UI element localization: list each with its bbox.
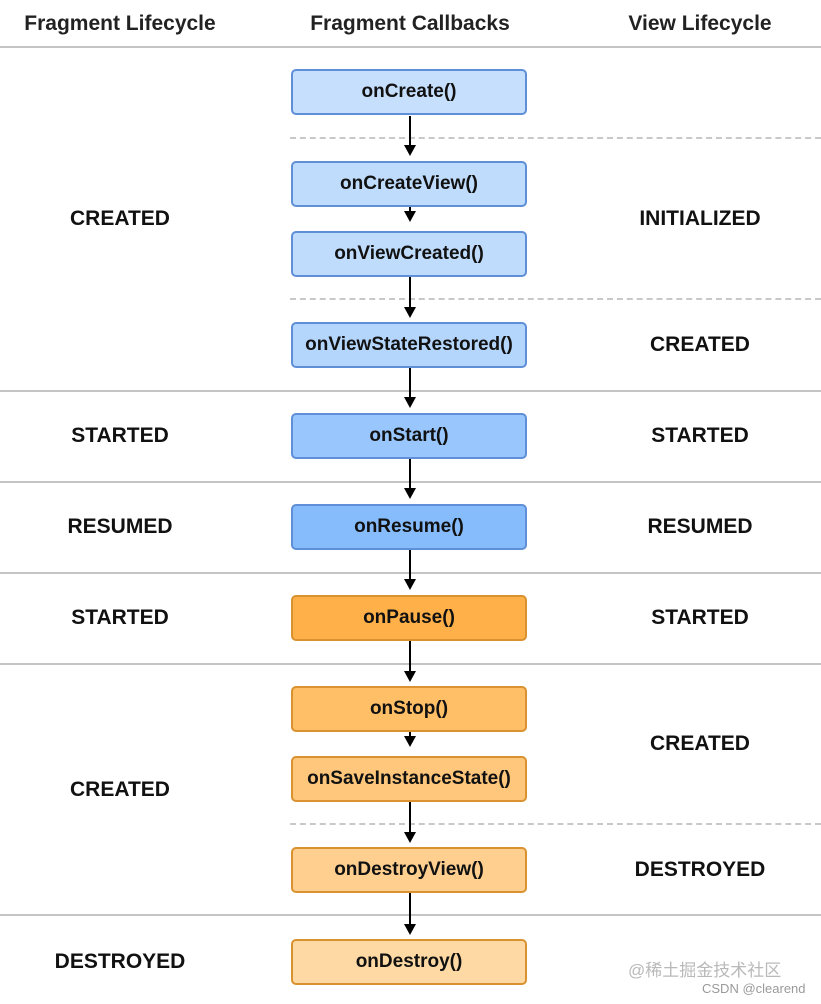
flow-connector	[409, 641, 411, 671]
callback-on-view-state-restored: onViewStateRestored()	[291, 322, 527, 368]
callback-on-save-instance-state: onSaveInstanceState()	[291, 756, 527, 802]
flow-connector	[409, 207, 411, 211]
watermark-site: @稀土掘金技术社区	[628, 961, 782, 980]
watermark-user: CSDN @clearend	[702, 981, 806, 996]
flow-connector	[409, 116, 411, 145]
callback-on-create: onCreate()	[291, 69, 527, 115]
fragment-state-started: STARTED	[71, 424, 169, 447]
callback-on-destroy: onDestroy()	[291, 939, 527, 985]
flow-connector	[409, 732, 411, 736]
flow-arrowhead	[404, 579, 416, 590]
view-state-created: CREATED	[650, 732, 750, 755]
flow-arrowhead	[404, 307, 416, 318]
fragment-state-resumed: RESUMED	[67, 515, 173, 538]
view-state-started: STARTED	[651, 424, 749, 447]
flow-arrowhead	[404, 211, 416, 222]
view-state-resumed: RESUMED	[647, 515, 753, 538]
flow-connector	[409, 550, 411, 579]
flow-arrowhead	[404, 832, 416, 843]
fragment-state-created: CREATED	[70, 778, 170, 801]
callback-on-start: onStart()	[291, 413, 527, 459]
fragment-state-destroyed: DESTROYED	[54, 950, 186, 973]
flow-connector	[409, 368, 411, 397]
view-state-destroyed: DESTROYED	[634, 858, 766, 881]
view-state-created: CREATED	[650, 333, 750, 356]
header-fragment-lifecycle: Fragment Lifecycle	[24, 12, 216, 35]
callback-on-view-created: onViewCreated()	[291, 231, 527, 277]
fragment-state-created: CREATED	[70, 207, 170, 230]
flow-arrowhead	[404, 736, 416, 747]
header-divider	[0, 46, 821, 48]
flow-connector	[409, 459, 411, 488]
view-state-divider	[290, 298, 821, 300]
flow-arrowhead	[404, 924, 416, 935]
callback-on-destroy-view: onDestroyView()	[291, 847, 527, 893]
callback-on-pause: onPause()	[291, 595, 527, 641]
view-state-started: STARTED	[651, 606, 749, 629]
flow-connector	[409, 802, 411, 832]
view-state-initialized: INITIALIZED	[639, 207, 761, 230]
callback-on-resume: onResume()	[291, 504, 527, 550]
flow-arrowhead	[404, 671, 416, 682]
header-fragment-callbacks: Fragment Callbacks	[310, 12, 510, 35]
flow-arrowhead	[404, 488, 416, 499]
view-state-divider	[290, 823, 821, 825]
callback-on-create-view: onCreateView()	[291, 161, 527, 207]
flow-arrowhead	[404, 397, 416, 408]
callback-on-stop: onStop()	[291, 686, 527, 732]
header-view-lifecycle: View Lifecycle	[628, 12, 772, 35]
fragment-state-started: STARTED	[71, 606, 169, 629]
flow-arrowhead	[404, 145, 416, 156]
flow-connector	[409, 893, 411, 924]
view-state-divider	[290, 137, 821, 139]
flow-connector	[409, 277, 411, 307]
